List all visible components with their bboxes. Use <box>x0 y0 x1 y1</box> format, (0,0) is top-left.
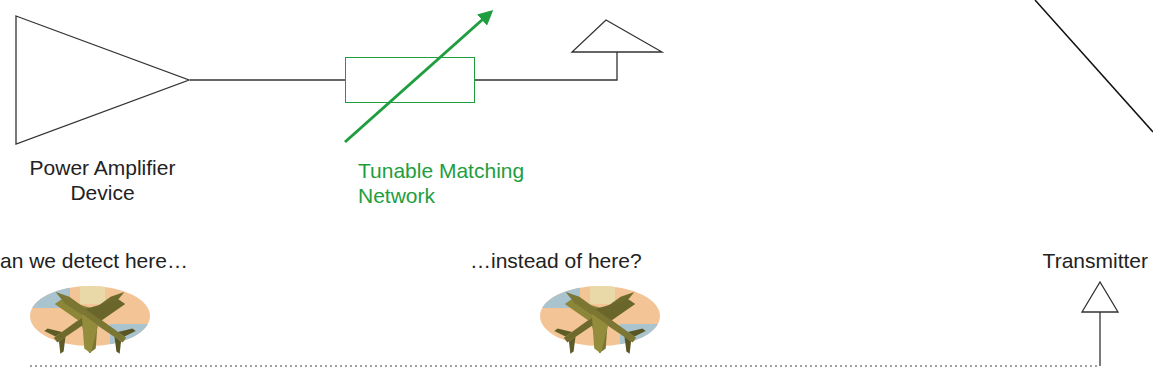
annotation-text: an we detect here… <box>0 248 188 273</box>
aircraft-target <box>540 267 660 367</box>
annotation-text: …instead of here? <box>470 248 642 273</box>
tuning-arrow <box>345 12 491 142</box>
aircraft-target <box>30 267 150 367</box>
feed-wire <box>475 52 617 80</box>
antenna-mast <box>1099 312 1100 366</box>
dashed-path <box>30 365 1100 366</box>
antenna-symbol <box>572 20 662 52</box>
node-label: Tunable Matching Network <box>358 158 563 208</box>
signal-wire <box>190 79 345 80</box>
amplifier-outline <box>15 15 190 145</box>
annotation-text: Transmitter <box>1043 248 1148 273</box>
diagonal-line <box>1035 0 1153 132</box>
node-label: Power Amplifier Device <box>0 155 205 205</box>
amplifier-triangle <box>16 16 189 144</box>
amplifier-triangle: Power Amplifier Device <box>15 15 190 145</box>
matching-network-box: Tunable Matching Network <box>345 57 475 103</box>
antenna-symbol <box>1082 282 1118 312</box>
